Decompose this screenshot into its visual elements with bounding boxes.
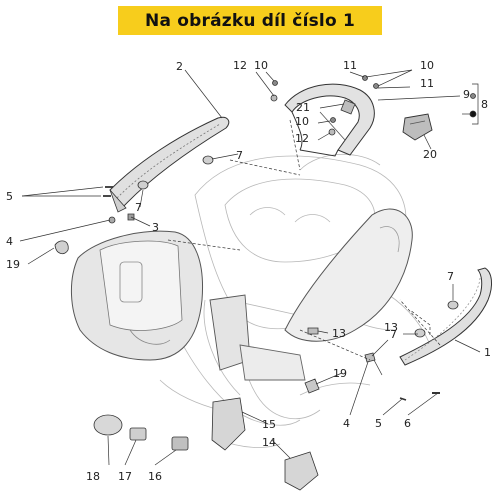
callout-10a: 10 xyxy=(254,59,268,72)
part-1-right-trim xyxy=(399,267,493,366)
right-side-panel xyxy=(284,208,413,342)
callout-5b: 5 xyxy=(375,417,382,430)
callout-7b: 7 xyxy=(135,201,142,214)
leader-lines xyxy=(167,119,441,361)
callout-21: 21 xyxy=(296,101,310,114)
callout-7c: 7 xyxy=(447,270,454,283)
callout-16: 16 xyxy=(148,470,162,483)
callout-9: 9 xyxy=(463,88,470,101)
part-2-front-trim xyxy=(109,116,230,213)
callout-18: 18 xyxy=(86,470,100,483)
callout-19b: 19 xyxy=(333,367,347,380)
callout-10c: 10 xyxy=(295,115,309,128)
callout-17: 17 xyxy=(118,470,132,483)
callout-12b: 12 xyxy=(295,132,309,145)
part-9-luggage-rack xyxy=(284,83,375,157)
callout-1: 1 xyxy=(484,346,491,359)
callout-11b: 11 xyxy=(420,77,434,90)
callout-2: 2 xyxy=(176,60,183,73)
callout-11a: 11 xyxy=(343,59,357,72)
callout-6: 6 xyxy=(404,417,411,430)
callout-8: 8 xyxy=(481,98,488,111)
callout-14: 14 xyxy=(262,436,276,449)
part-20-bracket xyxy=(402,113,433,141)
callout-19a: 19 xyxy=(6,258,20,271)
front-legshield xyxy=(70,230,204,361)
callout-13a: 13 xyxy=(332,327,346,340)
small-parts xyxy=(54,75,477,491)
callout-7d: 7 xyxy=(390,328,397,341)
callout-7a: 7 xyxy=(236,149,243,162)
callout-15: 15 xyxy=(262,418,276,431)
callout-5: 5 xyxy=(6,190,13,203)
callout-4b: 4 xyxy=(343,417,350,430)
callout-numbers: 1 2 3 4 4 5 5 6 7 7 7 7 8 9 10 10 10 11 … xyxy=(6,59,491,483)
callout-3: 3 xyxy=(152,221,159,234)
page-title: Na obrázku díl číslo 1 xyxy=(145,10,355,31)
page-title-banner: Na obrázku díl číslo 1 xyxy=(118,6,382,35)
callout-10b: 10 xyxy=(420,59,434,72)
callout-20: 20 xyxy=(423,148,437,161)
callout-13b: 13 xyxy=(384,321,398,334)
central-tunnel xyxy=(209,294,306,381)
callout-4: 4 xyxy=(6,235,13,248)
callout-leaders xyxy=(19,69,481,466)
callout-12a: 12 xyxy=(233,59,247,72)
